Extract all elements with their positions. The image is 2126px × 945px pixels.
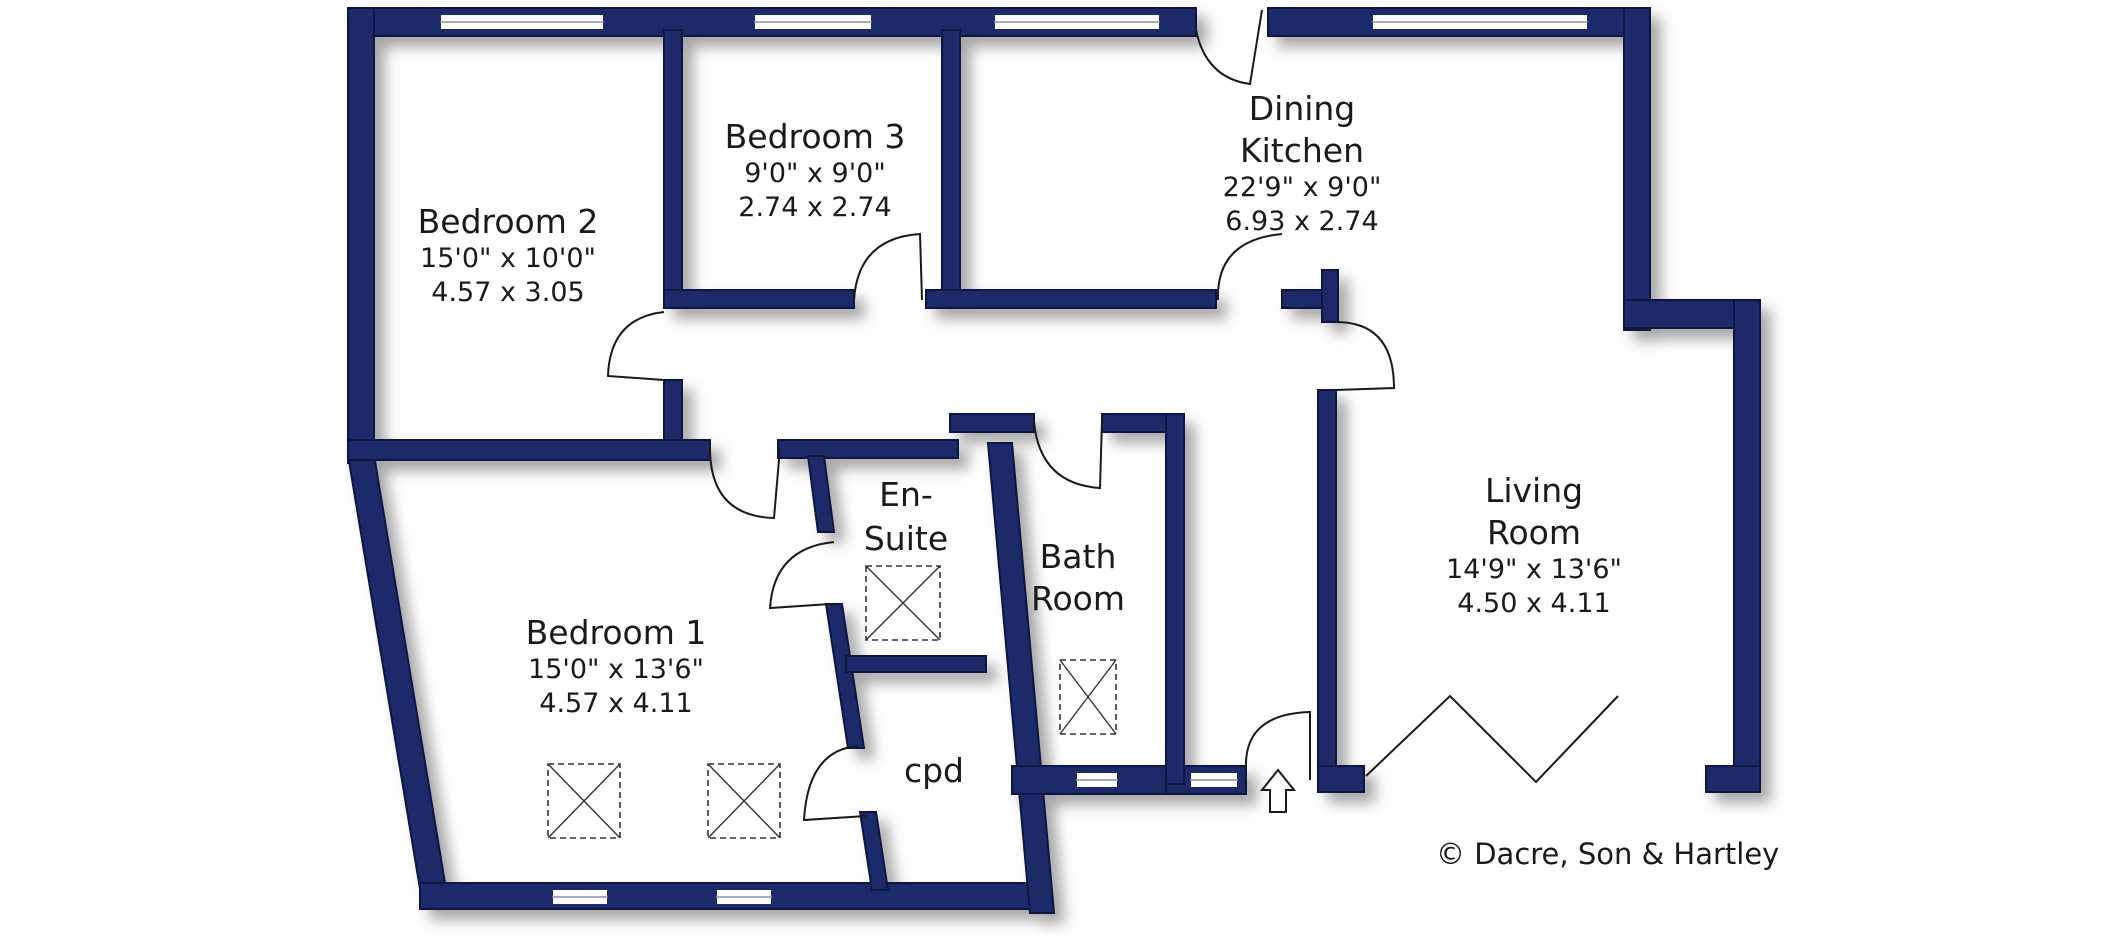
wall-ensuite-cpd [845,655,987,673]
wall-ensuite-left-lower [824,603,866,749]
wall-bath-right [1165,413,1185,785]
wall-left-upper [347,7,375,464]
room-name-line2: Room [1487,513,1581,552]
room-cupboard: cpd [904,751,964,790]
wall-kitchen-bottom-b [1281,289,1323,309]
skylight-bedroom1-b [707,763,781,839]
wall-right-upper [1623,7,1651,331]
door-ensuite [768,541,835,610]
wall-living-left [1317,389,1337,791]
window-living [1371,13,1589,31]
wall-ensuite-top [777,439,959,459]
walls [346,7,1761,914]
doors [606,9,1396,822]
wall-cpd-left [858,811,890,891]
wall-cupboard-outer [986,442,1056,914]
room-bedroom2: Bedroom 2 15'0" x 10'0" 4.57 x 3.05 [418,202,599,308]
wall-ensuite-left-upper [806,455,836,533]
window-bathroom [1075,771,1119,789]
room-name-line1: Bath [1040,537,1117,576]
window-kitchen [993,13,1161,31]
room-living: Living Room 14'9" x 13'6" 4.50 x 4.11 [1446,471,1622,619]
room-name: Bedroom 1 [526,613,707,652]
room-dim-metric: 4.57 x 3.05 [431,277,584,308]
window-bedroom1-a [551,888,609,906]
room-name: cpd [904,751,964,790]
room-dim-metric: 4.57 x 4.11 [539,688,692,719]
wall-right-stub [1705,765,1761,793]
room-dining-kitchen: Dining Kitchen 22'9" x 9'0" 6.93 x 2.74 [1223,89,1382,237]
wall-living-bottom-stub [1317,765,1365,793]
room-ensuite: En- Suite [864,475,948,558]
room-name: Bedroom 2 [418,202,599,241]
room-name-line2: Kitchen [1240,131,1364,170]
room-dim-metric: 4.50 x 4.11 [1457,588,1610,619]
wall-right-lower [1733,299,1761,793]
copyright-text: © Dacre, Son & Hartley [1436,837,1779,871]
door-bedroom2 [606,311,665,381]
room-dim-metric: 2.74 x 2.74 [738,192,891,223]
wall-kitchen-stub [1321,269,1339,323]
room-dim-imperial: 15'0" x 13'6" [528,654,704,685]
window-bedroom3 [753,13,873,31]
wall-bath-top-a [949,413,1035,433]
room-bathroom: Bath Room [1031,537,1125,618]
door-kitchen [1216,233,1283,301]
window-bedroom1-b [715,888,773,906]
room-name: Bedroom 3 [725,117,906,156]
room-name-line2: Suite [864,519,948,558]
bifold-doors [1365,694,1619,784]
room-name-line1: En- [879,475,933,514]
wall-bed2-bed3 [663,29,683,309]
door-entrance [1244,710,1311,780]
room-dim-imperial: 9'0" x 9'0" [744,158,886,189]
room-name-line1: Living [1485,471,1583,510]
room-dim-metric: 6.93 x 2.74 [1225,206,1378,237]
wall-bed2-bottom [347,439,711,461]
wall-bed3-bottom [663,289,855,309]
wall-left-lower [346,454,448,890]
door-cupboard [802,745,867,822]
entrance-arrow-icon [1259,768,1297,813]
room-name-line1: Dining [1249,89,1356,128]
room-bedroom3: Bedroom 3 9'0" x 9'0" 2.74 x 2.74 [725,117,906,223]
wall-bed3-kitchen [941,29,961,309]
door-bedroom3 [853,232,923,301]
windows [439,13,1589,906]
room-name-line2: Room [1031,579,1125,618]
room-bedroom1: Bedroom 1 15'0" x 13'6" 4.57 x 4.11 [526,613,707,719]
door-kitchen-external [1195,9,1263,86]
door-bathroom [1033,419,1103,490]
window-bedroom2 [439,13,605,31]
skylight-ensuite [865,565,941,641]
wall-kitchen-bottom-a [925,289,1217,309]
room-dim-imperial: 15'0" x 10'0" [420,243,596,274]
room-dim-imperial: 22'9" x 9'0" [1223,172,1382,203]
room-dim-imperial: 14'9" x 13'6" [1446,554,1622,585]
window-entrance [1189,771,1239,789]
skylight-bathroom [1059,659,1117,735]
door-bedroom1 [709,447,781,520]
door-living [1335,321,1396,391]
skylight-bedroom1-a [547,763,621,839]
